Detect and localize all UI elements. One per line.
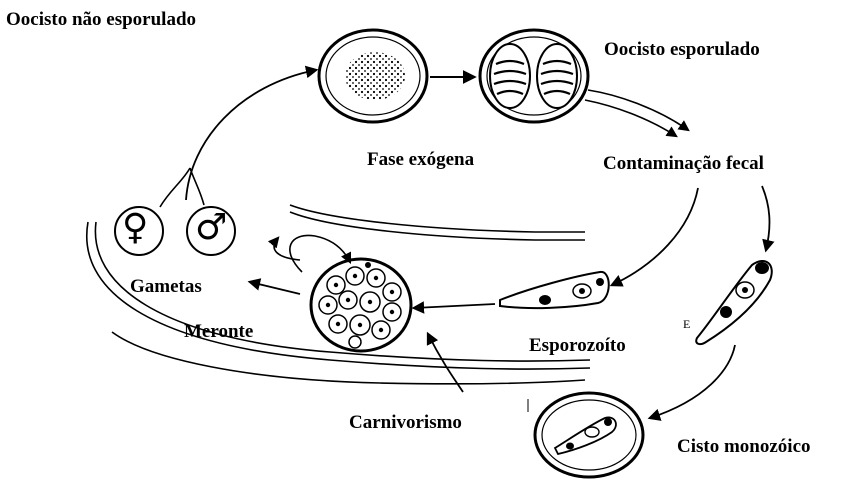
- unsporulated-oocyst: [319, 30, 427, 122]
- label-oocisto-nao-esporulado: Oocisto não esporulado: [6, 10, 196, 29]
- label-esporozoito: Esporozoíto: [529, 336, 626, 355]
- label-gametas: Gametas: [130, 277, 202, 296]
- label-meronte: Meronte: [184, 322, 253, 341]
- label-fase-exogena: Fase exógena: [367, 150, 474, 169]
- male-symbol: ♂: [195, 210, 227, 246]
- label-cisto-monozoico: Cisto monozóico: [677, 437, 811, 456]
- sporulated-oocyst: [480, 30, 588, 122]
- female-symbol: ♀: [122, 210, 148, 246]
- monozoic-cyst: [535, 393, 643, 477]
- elongated-zoite: [696, 261, 772, 344]
- sporozoite: [500, 272, 609, 308]
- label-carnivorismo: Carnivorismo: [349, 413, 462, 432]
- label-oocisto-esporulado: Oocisto esporulado: [604, 40, 760, 59]
- label-contaminacao-fecal: Contaminação fecal: [603, 154, 764, 173]
- stray-mark: E: [683, 318, 690, 330]
- meront-cell: [311, 259, 411, 351]
